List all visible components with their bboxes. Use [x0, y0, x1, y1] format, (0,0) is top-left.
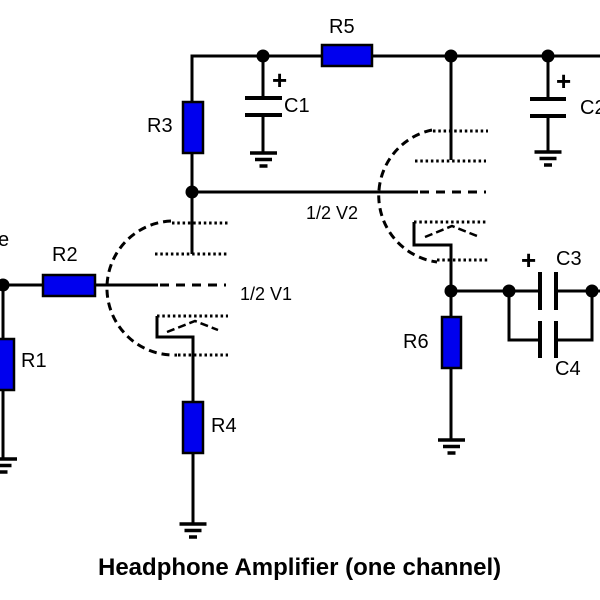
c4-left-branch-wire — [507, 291, 540, 342]
polarity-plus-c2: + — [556, 66, 572, 96]
v1-cathode-lead-wire — [155, 316, 195, 404]
tube-v2 — [377, 128, 488, 264]
label-r6: R6 — [403, 331, 429, 353]
label-c3: C3 — [556, 248, 582, 270]
top-supply-rail-wire — [190, 54, 600, 103]
resistor-r6 — [440, 315, 463, 370]
label-c1: C1 — [284, 95, 310, 117]
label-c4: C4 — [555, 358, 581, 380]
label-tube-v1: 1/2 V1 — [240, 284, 293, 304]
polarity-plus-c1: + — [272, 65, 288, 95]
ground-symbol-r6 — [438, 438, 465, 455]
schematic-caption: Headphone Amplifier (one channel) — [98, 554, 502, 581]
tube-v1 — [105, 219, 228, 357]
tube-v1-envelope-arc — [105, 219, 178, 357]
capacitor-c3-plates — [538, 272, 558, 310]
v2-cathode-lead-wire — [412, 222, 453, 292]
label-input-fragment: e — [0, 229, 10, 251]
label-r2: R2 — [52, 244, 78, 266]
tube-v2-envelope-arc — [377, 128, 438, 264]
label-r3: R3 — [147, 115, 173, 137]
junction-dot-c2-rail — [541, 49, 555, 63]
polarity-plus-c3: + — [521, 245, 537, 275]
label-r5: R5 — [329, 16, 355, 38]
capacitor-c4-plates — [538, 321, 558, 358]
junction-dot-v2-cathode-node — [444, 284, 458, 298]
capacitor-c1-plates — [245, 96, 282, 117]
junction-dot-v2-plate-rail — [444, 49, 458, 63]
label-r1: R1 — [21, 350, 47, 372]
label-r4: R4 — [211, 415, 237, 437]
c4-right-branch-wire — [556, 291, 594, 342]
junction-dot-v1-plate-node — [185, 185, 199, 199]
resistor-r5 — [320, 43, 374, 68]
junction-dot-c1-rail — [256, 49, 270, 63]
ground-symbol-c2 — [534, 150, 562, 167]
label-c2: C2 — [580, 97, 600, 119]
junction-dot-input — [0, 278, 10, 292]
ground-symbol-c1 — [250, 151, 277, 168]
ground-symbol-r1 — [0, 457, 17, 474]
resistor-r4 — [181, 400, 205, 455]
tube-v2-heater-chevron — [424, 224, 478, 239]
resistor-r3 — [181, 100, 205, 155]
junction-dot-output — [585, 284, 599, 298]
label-tube-v2: 1/2 V2 — [306, 203, 359, 223]
resistor-r1 — [0, 337, 16, 392]
tube-v1-heater-chevron — [166, 319, 219, 334]
resistor-r2 — [41, 273, 97, 298]
junction-dot-c4-branch — [502, 284, 516, 298]
capacitor-c2-plates — [530, 97, 566, 118]
ground-symbol-r4 — [179, 522, 207, 539]
